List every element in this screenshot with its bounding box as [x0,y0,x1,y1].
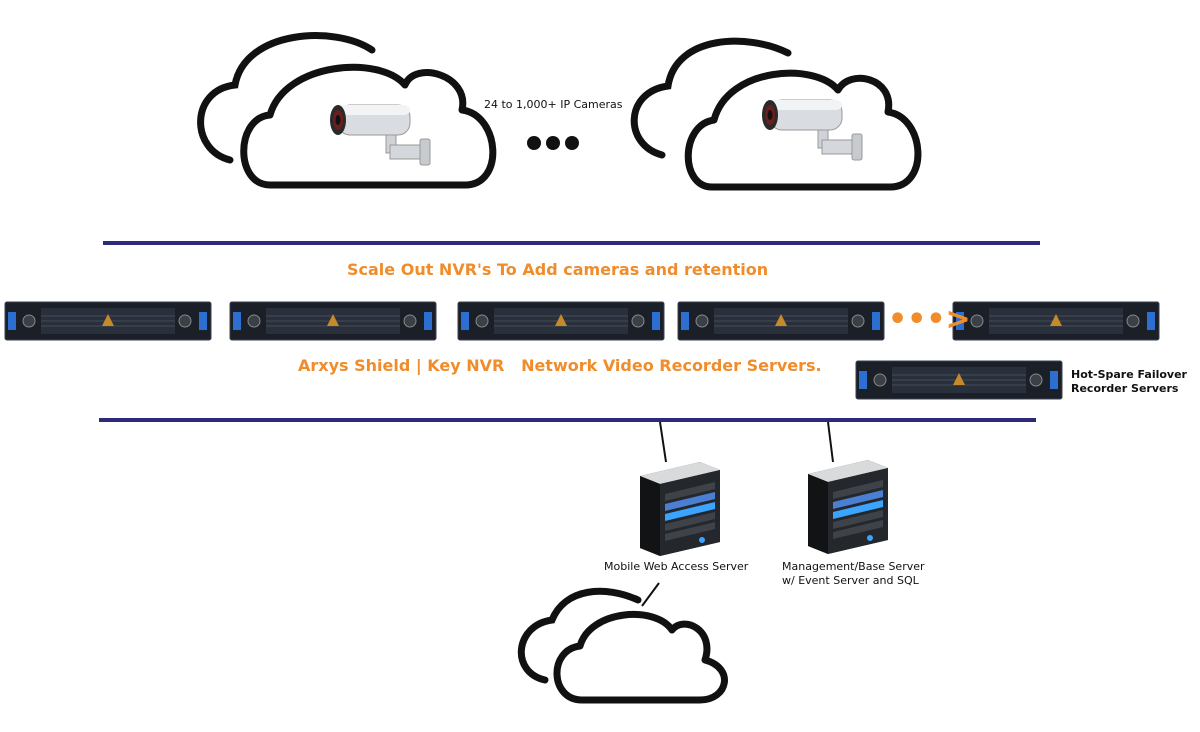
tower-server-management [808,460,888,554]
management-server-label: Management/Base Server w/ Event Server a… [782,560,925,588]
connector-line [659,421,667,463]
hot-spare-rack-server [855,360,1063,400]
hot-spare-label: Hot-Spare Failover Recorder Servers [1071,368,1187,396]
connector-line [641,582,660,607]
management-label-line1: Management/Base Server [782,560,925,573]
internet-cloud [517,587,728,704]
rack-server [229,301,437,341]
connector-line [827,421,834,463]
mobile-server-label: Mobile Web Access Server [604,560,749,573]
continuation-arrow: •••> [888,302,971,337]
scale-out-heading: Scale Out NVR's To Add cameras and reten… [347,260,769,279]
ellipsis-dots [527,136,579,150]
rack-server [677,301,885,341]
camera-cloud-left [197,32,497,189]
nvr-servers-label: Arxys Shield | Key NVR Network Video Rec… [298,356,822,375]
rack-server [952,301,1160,341]
tower-server-mobile [640,462,720,556]
rack-server [4,301,212,341]
ip-cameras-label: 24 to 1,000+ IP Cameras [484,98,623,111]
camera-cloud-right [630,37,922,191]
hot-spare-label-line1: Hot-Spare Failover [1071,368,1187,381]
hot-spare-label-line2: Recorder Servers [1071,382,1179,395]
management-label-line2: w/ Event Server and SQL [782,574,919,587]
rack-server [457,301,665,341]
